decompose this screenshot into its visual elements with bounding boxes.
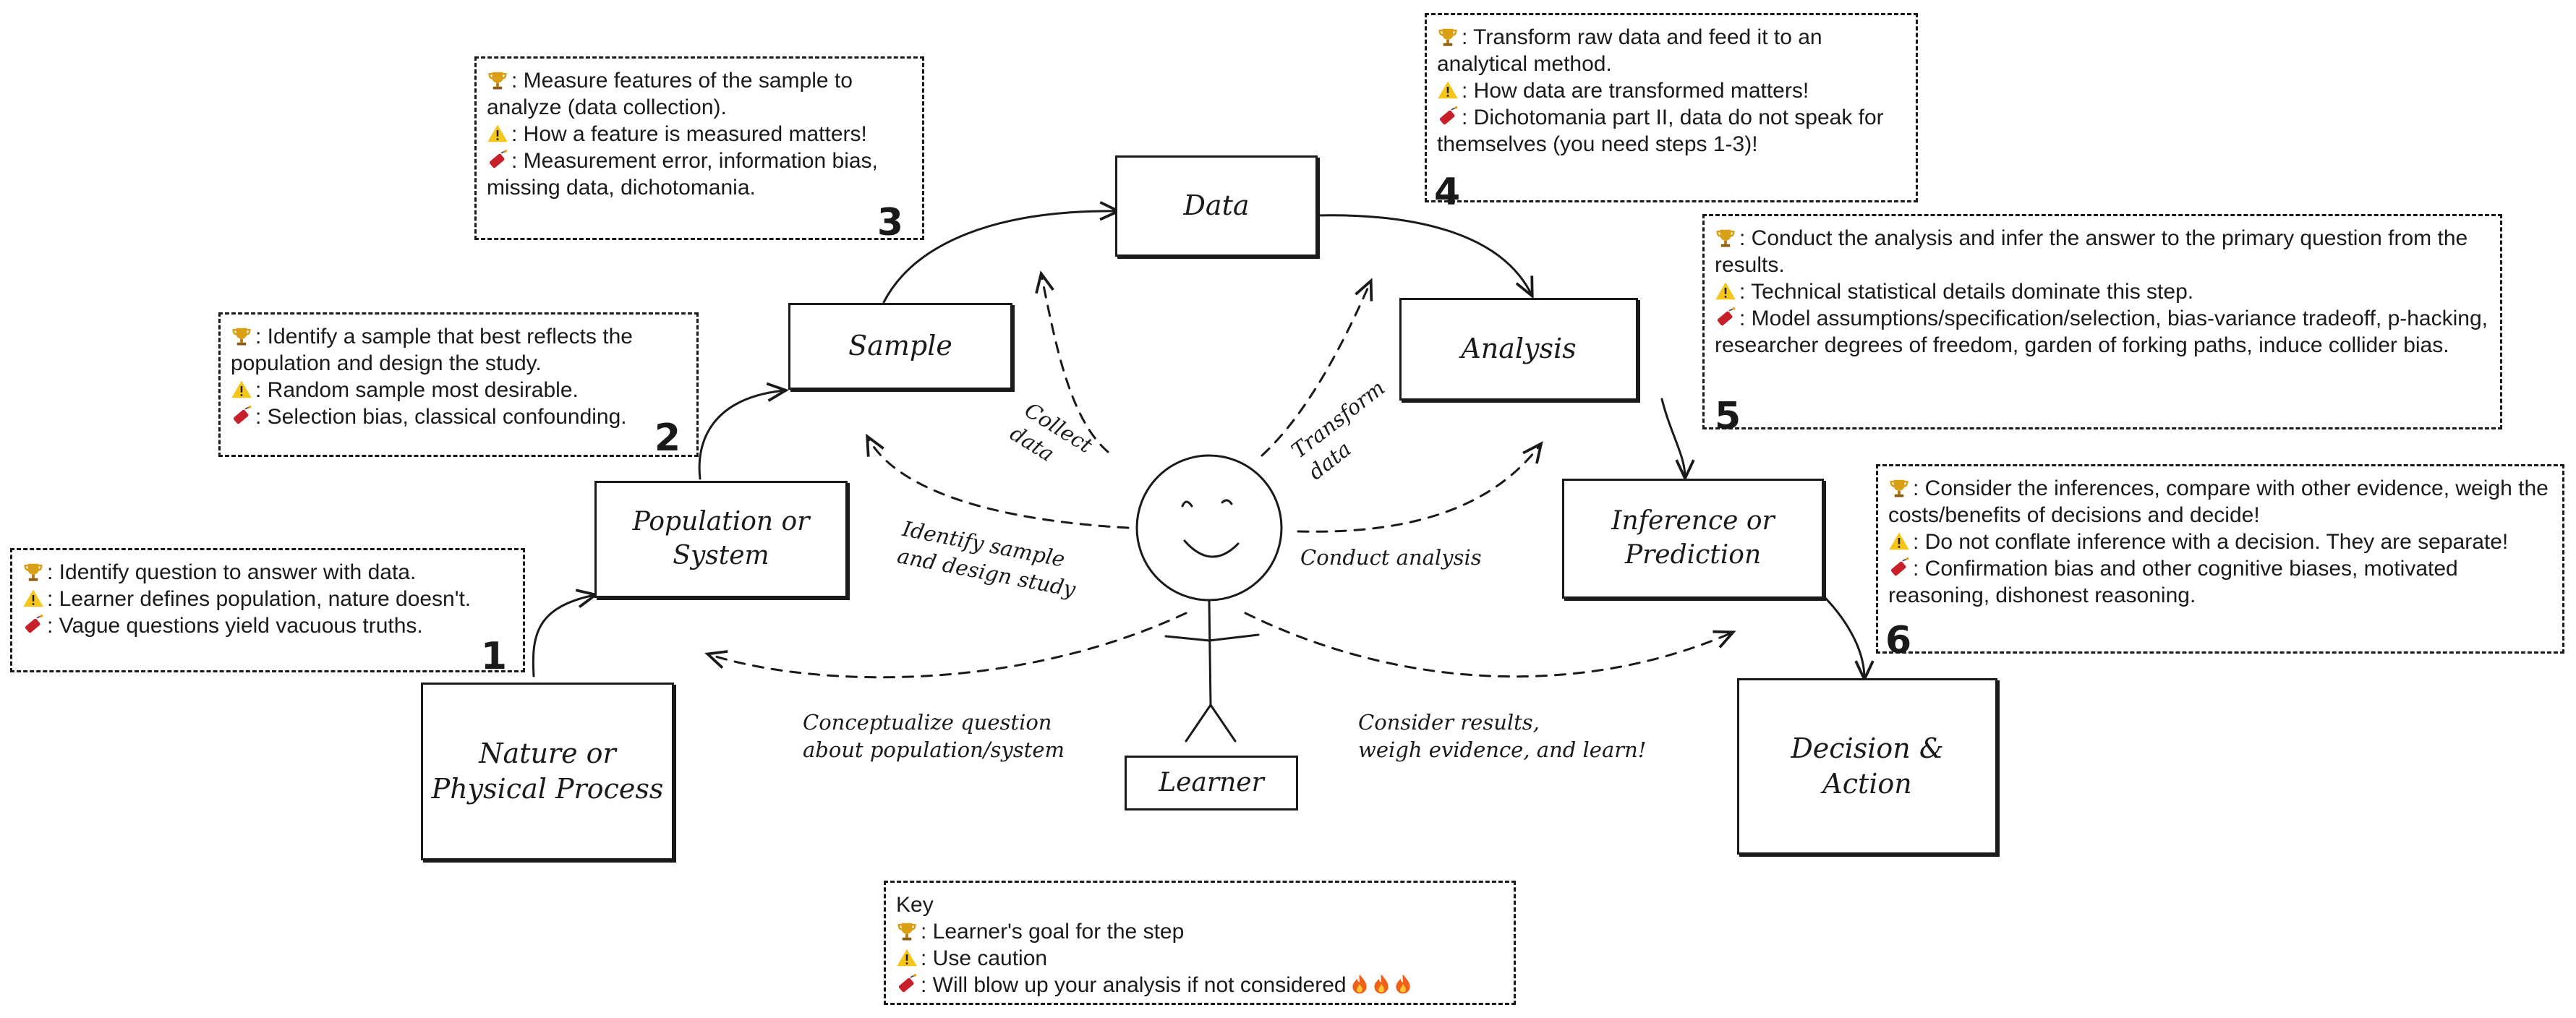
dynamite-icon bbox=[1890, 557, 1909, 576]
node-population-label: Population or System bbox=[632, 507, 810, 570]
arrow-population-to-sample bbox=[698, 382, 790, 480]
step-number-2: 2 bbox=[654, 416, 681, 460]
note-step-5-blowup: : Model assumptions/specification/select… bbox=[1715, 307, 2488, 357]
arrow-inference-to-decision bbox=[1825, 597, 1875, 683]
node-learner: Learner bbox=[1125, 756, 1298, 810]
fire-icon bbox=[1396, 974, 1410, 994]
trophy-icon bbox=[488, 72, 507, 90]
fire-icon bbox=[1374, 974, 1389, 994]
key-caution: : Use caution bbox=[896, 945, 1504, 972]
dynamite-icon bbox=[489, 150, 508, 168]
arrow-analysis-to-inference bbox=[1660, 398, 1695, 482]
key-blowup: : Will blow up your analysis if not cons… bbox=[896, 972, 1504, 998]
node-analysis-label: Analysis bbox=[1461, 333, 1577, 365]
warning-icon bbox=[897, 949, 917, 967]
note-step-4-caution: : How data are transformed matters! bbox=[1437, 77, 1906, 104]
arrow-identify-sample bbox=[866, 433, 1130, 529]
warning-icon bbox=[487, 124, 508, 142]
note-step-6-caution: : Do not conflate inference with a decis… bbox=[1888, 529, 2552, 555]
node-population: Population or System bbox=[594, 481, 848, 598]
node-nature-label: Nature or Physical Process bbox=[431, 737, 664, 805]
dynamite-icon bbox=[25, 615, 43, 633]
arrow-nature-to-population bbox=[532, 589, 599, 677]
key-title: Key bbox=[896, 893, 934, 917]
node-learner-label: Learner bbox=[1159, 767, 1264, 797]
arrow-collect-data bbox=[1035, 270, 1109, 453]
note-step-3-caution: : How a feature is measured matters! bbox=[487, 121, 912, 147]
note-step-2: : Identify a sample that best reflects t… bbox=[218, 312, 699, 457]
warning-icon bbox=[23, 589, 43, 607]
label-conceptualize: Conceptualize question about population/… bbox=[803, 710, 1065, 762]
arrow-consider-results bbox=[1244, 612, 1736, 678]
node-decision-label: Decision & Action bbox=[1791, 732, 1944, 800]
key-goal: : Learner's goal for the step bbox=[896, 918, 1504, 945]
arrow-transform-data bbox=[1261, 278, 1373, 457]
warning-icon bbox=[1715, 282, 1736, 300]
warning-icon bbox=[231, 380, 252, 398]
step-number-6: 6 bbox=[1885, 619, 1912, 662]
trophy-icon bbox=[1438, 28, 1457, 46]
arrow-conceptualize bbox=[704, 612, 1187, 679]
note-step-4-blowup: : Dichotomania part II, data do not spea… bbox=[1437, 106, 1884, 156]
dynamite-icon bbox=[1717, 307, 1736, 326]
step-number-1: 1 bbox=[480, 635, 507, 678]
warning-icon bbox=[1889, 532, 1909, 550]
dynamite-icon bbox=[233, 406, 252, 424]
trophy-icon bbox=[232, 328, 251, 346]
trophy-icon bbox=[897, 923, 916, 941]
note-step-2-blowup: : Selection bias, classical confounding. bbox=[231, 403, 686, 430]
fire-icon bbox=[1352, 974, 1367, 994]
step-number-4: 4 bbox=[1434, 171, 1461, 214]
label-conduct-analysis: Conduct analysis bbox=[1300, 545, 1482, 570]
note-step-5-caution: : Technical statistical details dominate… bbox=[1715, 278, 2490, 305]
learner-stick-figure bbox=[1135, 454, 1283, 743]
note-step-4-goal: : Transform raw data and feed it to an a… bbox=[1437, 25, 1822, 76]
note-step-1-blowup: : Vague questions yield vacuous truths. bbox=[22, 612, 513, 639]
node-data-label: Data bbox=[1183, 189, 1250, 222]
node-nature: Nature or Physical Process bbox=[421, 683, 674, 860]
note-step-5: : Conduct the analysis and infer the ans… bbox=[1702, 214, 2502, 438]
note-step-2-caution: : Random sample most desirable. bbox=[231, 377, 686, 403]
step-number-5: 5 bbox=[1715, 395, 1741, 438]
arrow-data-to-analysis bbox=[1315, 214, 1534, 299]
node-inference-label: Inference or Prediction bbox=[1611, 506, 1775, 570]
note-step-4: : Transform raw data and feed it to an a… bbox=[1425, 13, 1918, 211]
node-sample: Sample bbox=[788, 303, 1012, 390]
note-step-3-goal: : Measure features of the sample to anal… bbox=[487, 69, 853, 119]
note-step-1: : Identify question to answer with data.… bbox=[10, 548, 525, 678]
note-step-5-goal: : Conduct the analysis and infer the ans… bbox=[1715, 226, 2468, 277]
arrow-sample-to-data bbox=[882, 201, 1122, 304]
note-step-1-goal: : Identify question to answer with data. bbox=[22, 559, 513, 586]
note-step-6-goal: : Consider the inferences, compare with … bbox=[1888, 476, 2549, 527]
warning-icon bbox=[1438, 81, 1458, 99]
note-step-2-goal: : Identify a sample that best reflects t… bbox=[231, 325, 633, 375]
node-data: Data bbox=[1115, 155, 1318, 257]
node-sample-label: Sample bbox=[848, 330, 952, 362]
trophy-icon bbox=[24, 563, 43, 581]
note-step-3-blowup: : Measurement error, information bias, m… bbox=[487, 149, 878, 200]
note-step-6: : Consider the inferences, compare with … bbox=[1876, 464, 2564, 662]
note-step-1-caution: : Learner defines population, nature doe… bbox=[22, 586, 513, 612]
dynamite-icon bbox=[898, 974, 917, 993]
label-consider-results: Consider results, weigh evidence, and le… bbox=[1358, 710, 1647, 762]
step-number-3: 3 bbox=[877, 201, 903, 244]
trophy-icon bbox=[1890, 479, 1908, 497]
dynamite-icon bbox=[1439, 106, 1458, 125]
node-decision: Decision & Action bbox=[1737, 678, 1997, 855]
trophy-icon bbox=[1716, 229, 1735, 247]
note-step-6-blowup: : Confirmation bias and other cognitive … bbox=[1888, 557, 2458, 607]
key-legend: Key : Learner's goal for the step : Use … bbox=[884, 881, 1516, 1005]
node-analysis: Analysis bbox=[1399, 298, 1638, 401]
node-inference: Inference or Prediction bbox=[1562, 479, 1824, 599]
note-step-3: : Measure features of the sample to anal… bbox=[474, 56, 924, 244]
